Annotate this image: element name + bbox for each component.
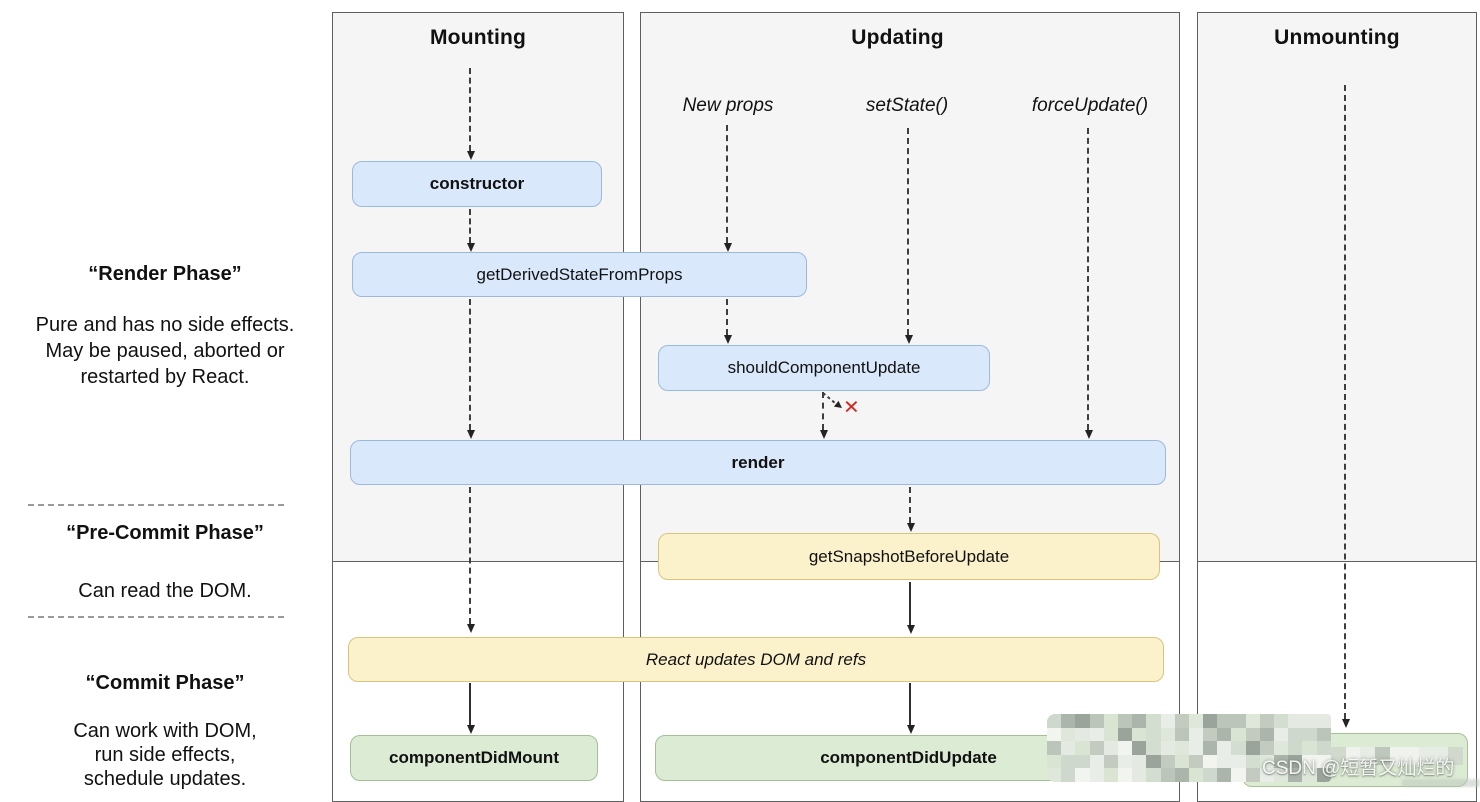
arrow-scu-abort-branch: [822, 392, 842, 408]
csdn-watermark: CSDN @短暂又灿烂的: [1262, 758, 1455, 779]
censor-mosaic: [1047, 714, 1331, 782]
column-unmounting: [1197, 12, 1477, 802]
box-react-updates-dom: React updates DOM and refs: [348, 637, 1164, 682]
column-header-updating: Updating: [851, 26, 944, 49]
arrow-constructor-to-gdsfp: [467, 209, 475, 252]
arrow-dom-update-to-did-update: [907, 683, 915, 734]
abort-x-icon: ✕: [843, 397, 860, 419]
column-header-mounting: Mounting: [429, 26, 527, 49]
render-phase-line-1: Pure and has no side effects.: [35, 314, 295, 336]
box-should-component-update: shouldComponentUpdate: [658, 345, 990, 391]
arrow-gdsfp-to-render: [467, 299, 475, 439]
pre-commit-phase-description: Can read the DOM.: [78, 580, 252, 602]
render-phase-description: Pure and has no side effects. May be pau…: [10, 312, 320, 390]
trigger-force-update: forceUpdate(): [1031, 95, 1149, 116]
phase-separator-bottom: [28, 616, 284, 618]
commit-phase-line-3: schedule updates.: [83, 768, 247, 790]
arrow-render-to-dom-update-mounting: [467, 487, 475, 633]
column-header-unmounting: Unmounting: [1274, 26, 1400, 49]
box-get-snapshot-before-update: getSnapshotBeforeUpdate: [658, 533, 1160, 580]
arrow-snapshot-to-dom-update: [907, 582, 915, 634]
arrow-new-props-to-gdsfp: [724, 125, 732, 252]
commit-phase-description: Can work with DOM, run side effects, sch…: [10, 719, 320, 791]
trigger-new-props: New props: [682, 95, 774, 116]
watermark-fragment: [1402, 779, 1480, 787]
box-component-did-mount: componentDidMount: [350, 735, 598, 781]
render-phase-title: “Render Phase”: [88, 263, 242, 285]
column-mounting: [332, 12, 624, 802]
arrow-unmounting: [1342, 85, 1350, 728]
arrow-render-to-snapshot: [907, 487, 915, 532]
commit-phase-line-2: run side effects,: [94, 744, 236, 766]
render-phase-line-2: May be paused, aborted or: [45, 340, 285, 362]
commit-phase-title: “Commit Phase”: [85, 672, 245, 694]
pre-commit-phase-title: “Pre-Commit Phase”: [66, 522, 264, 544]
phase-separator-top: [28, 504, 284, 506]
arrow-scu-to-render: [820, 392, 828, 439]
render-phase-line-3: restarted by React.: [80, 366, 250, 388]
arrow-force-update-to-render: [1085, 128, 1093, 439]
trigger-set-state: setState(): [865, 95, 949, 116]
arrow-gdsfp-to-scu: [724, 299, 732, 344]
unmounting-render-phase-band: [1198, 13, 1476, 562]
arrow-mounting-start: [467, 68, 475, 160]
arrow-set-state-to-scu: [905, 128, 913, 344]
box-constructor: constructor: [352, 161, 602, 207]
commit-phase-line-1: Can work with DOM,: [73, 720, 257, 742]
censor-mosaic-side: [1331, 747, 1463, 765]
arrow-dom-update-to-did-mount: [467, 683, 475, 734]
box-get-derived-state-from-props: getDerivedStateFromProps: [352, 252, 807, 297]
box-render: render: [350, 440, 1166, 485]
